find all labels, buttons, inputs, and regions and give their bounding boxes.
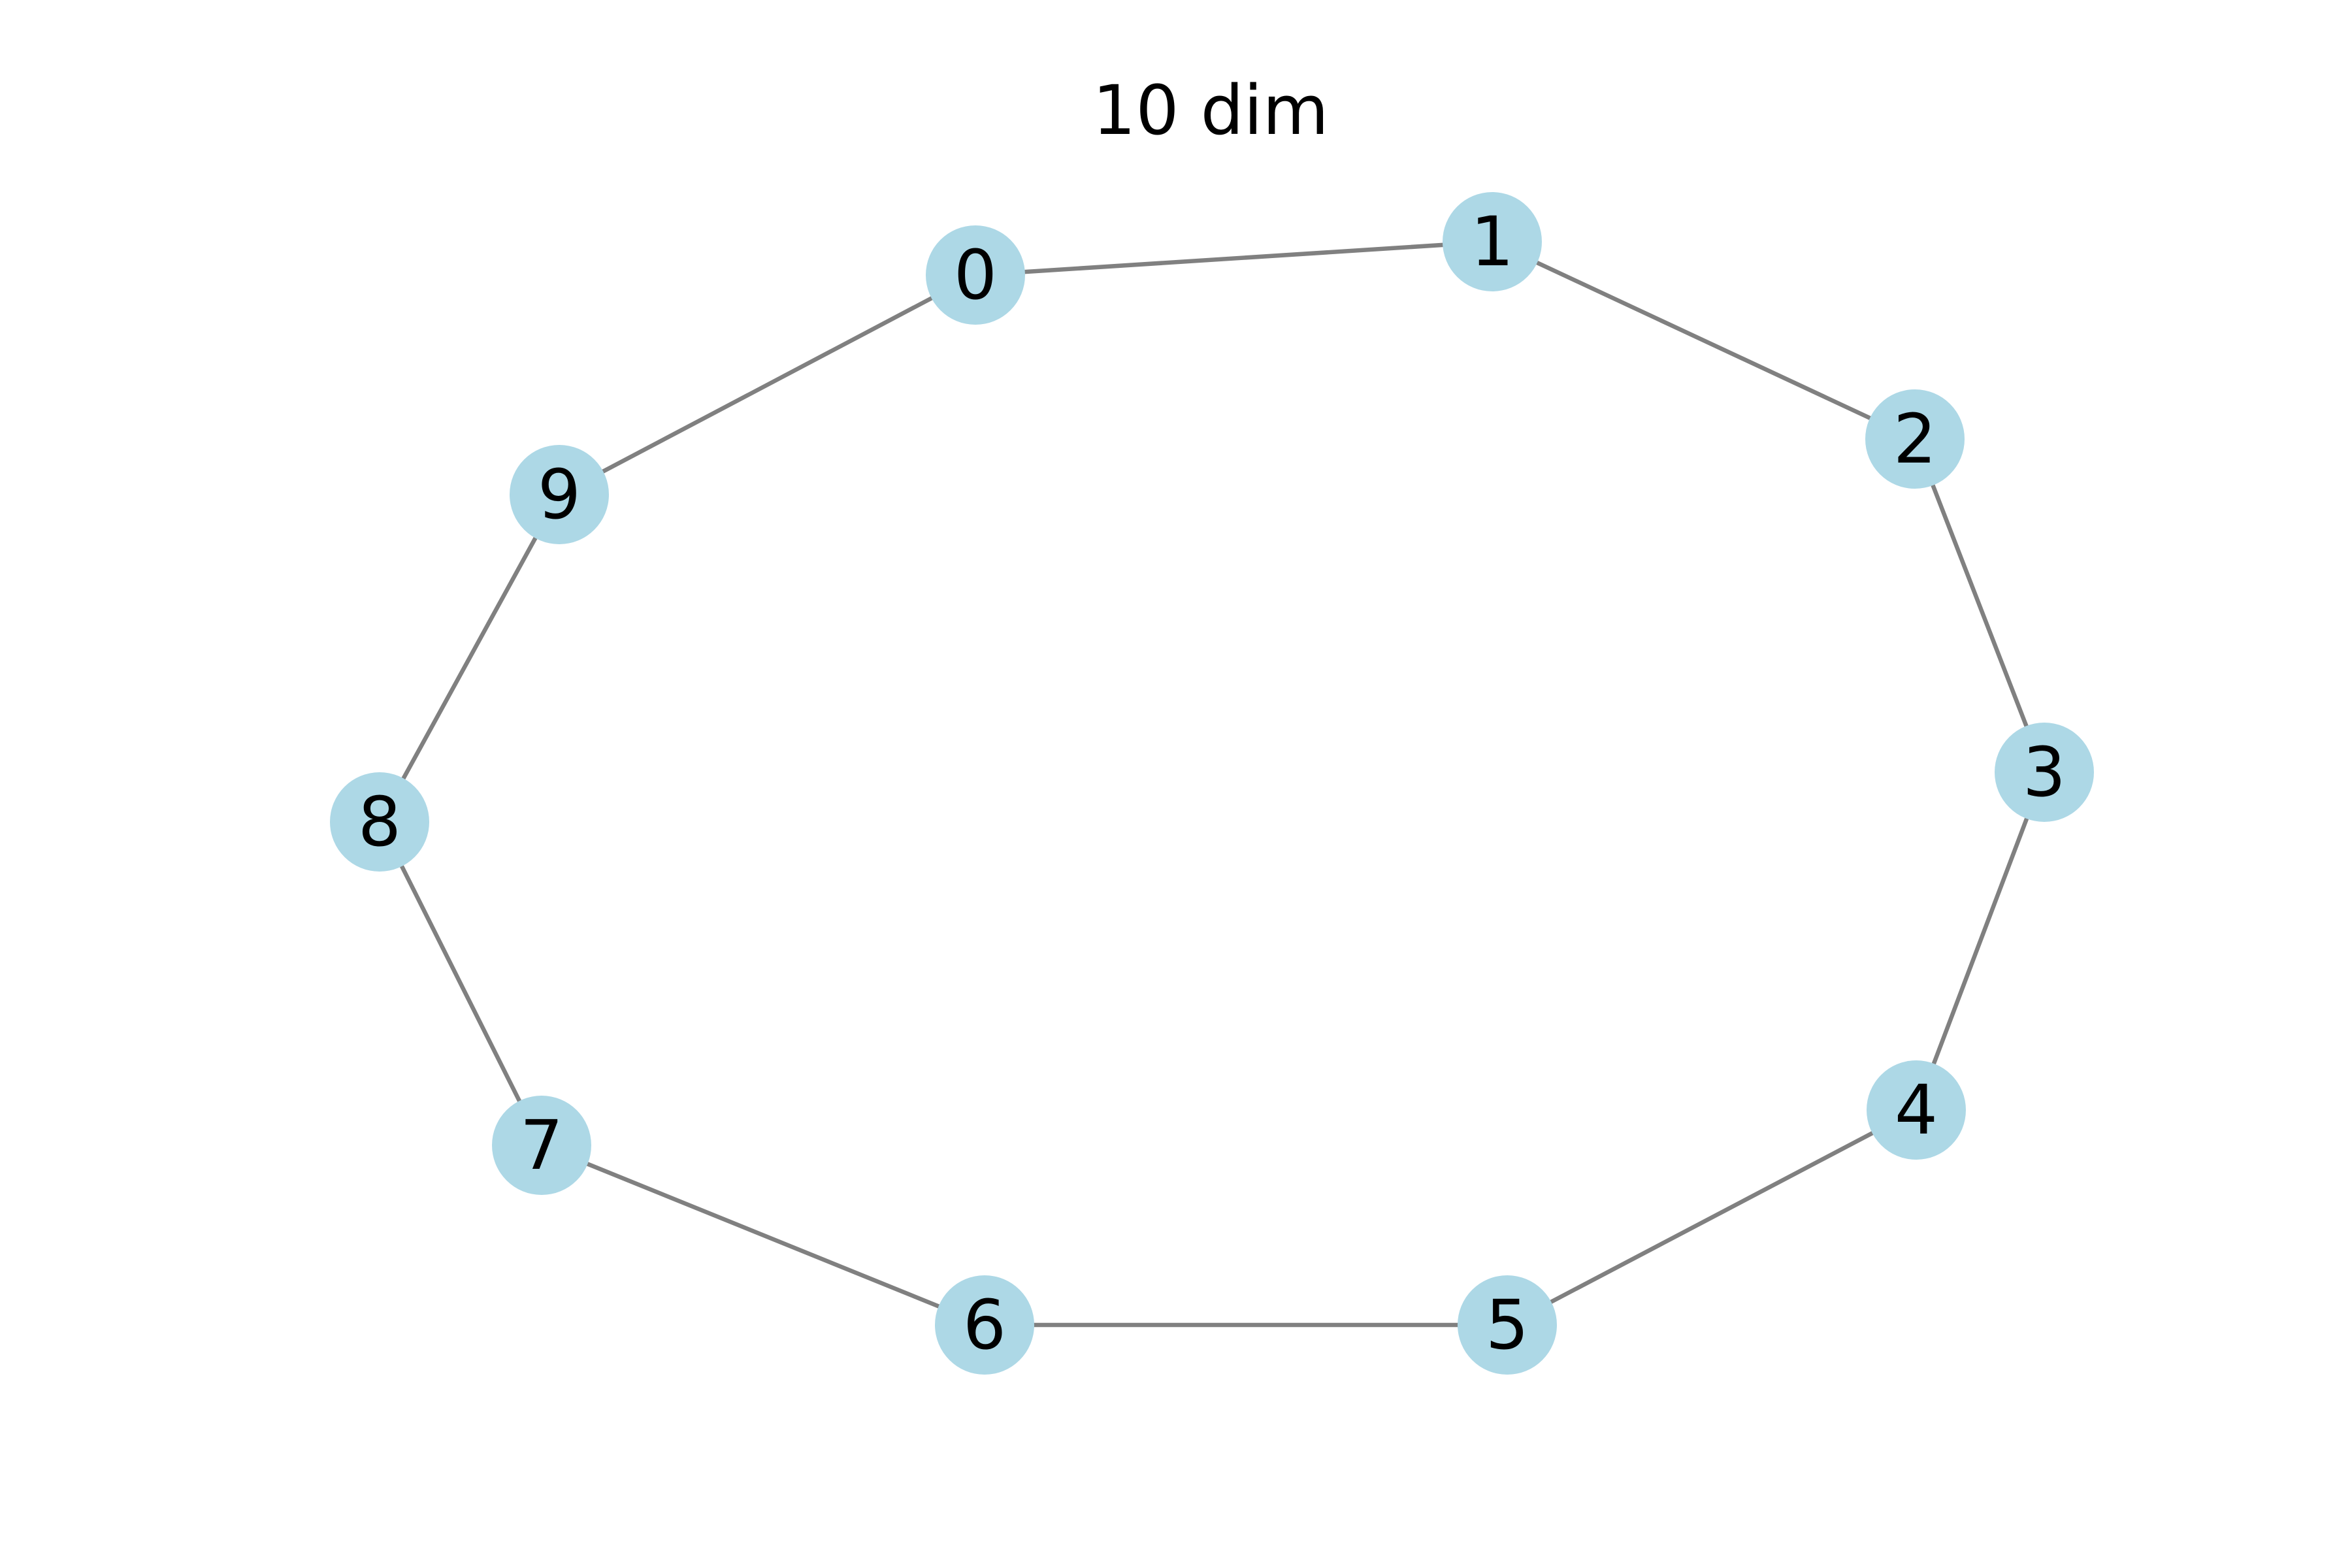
node-label-4: 4 (1895, 1070, 1938, 1150)
node-8: 8 (330, 772, 429, 872)
edge-3-4 (1914, 770, 2047, 1113)
node-circle-1 (1443, 192, 1542, 291)
node-circle-8 (330, 772, 429, 872)
node-circle-2 (1865, 389, 1965, 489)
node-label-6: 6 (963, 1285, 1006, 1365)
edge-0-1 (973, 239, 1495, 278)
node-label-1: 1 (1471, 202, 1514, 282)
node-9: 9 (510, 445, 609, 544)
node-circle-6 (935, 1275, 1034, 1375)
node-4: 4 (1867, 1060, 1966, 1160)
node-circle-7 (492, 1096, 591, 1195)
node-2: 2 (1865, 389, 1965, 489)
edge-2-3 (1912, 436, 2047, 775)
node-7: 7 (492, 1096, 591, 1195)
node-label-7: 7 (520, 1105, 563, 1185)
edge-layer (377, 239, 2047, 1328)
edge-1-2 (1490, 239, 1918, 442)
node-layer: 0 1 2 3 4 5 6 7 8 9 (330, 192, 2094, 1375)
node-circle-4 (1867, 1060, 1966, 1160)
node-circle-0 (926, 225, 1025, 325)
node-6: 6 (935, 1275, 1034, 1375)
node-3: 3 (1995, 723, 2094, 822)
node-circle-5 (1458, 1275, 1557, 1375)
edge-4-5 (1505, 1107, 1919, 1328)
node-label-5: 5 (1486, 1285, 1529, 1365)
edge-6-7 (539, 1143, 987, 1328)
node-label-8: 8 (358, 782, 401, 862)
node-circle-3 (1995, 723, 2094, 822)
edge-8-9 (377, 492, 562, 825)
node-5: 5 (1458, 1275, 1557, 1375)
node-label-0: 0 (954, 235, 997, 315)
node-0: 0 (926, 225, 1025, 325)
node-label-3: 3 (2023, 732, 2066, 812)
graph-title: 10 dim (1092, 71, 1329, 150)
node-circle-9 (510, 445, 609, 544)
node-label-2: 2 (1893, 399, 1936, 479)
node-label-9: 9 (538, 455, 581, 534)
node-1: 1 (1443, 192, 1542, 291)
edge-9-0 (557, 272, 978, 497)
edge-7-8 (377, 819, 544, 1148)
